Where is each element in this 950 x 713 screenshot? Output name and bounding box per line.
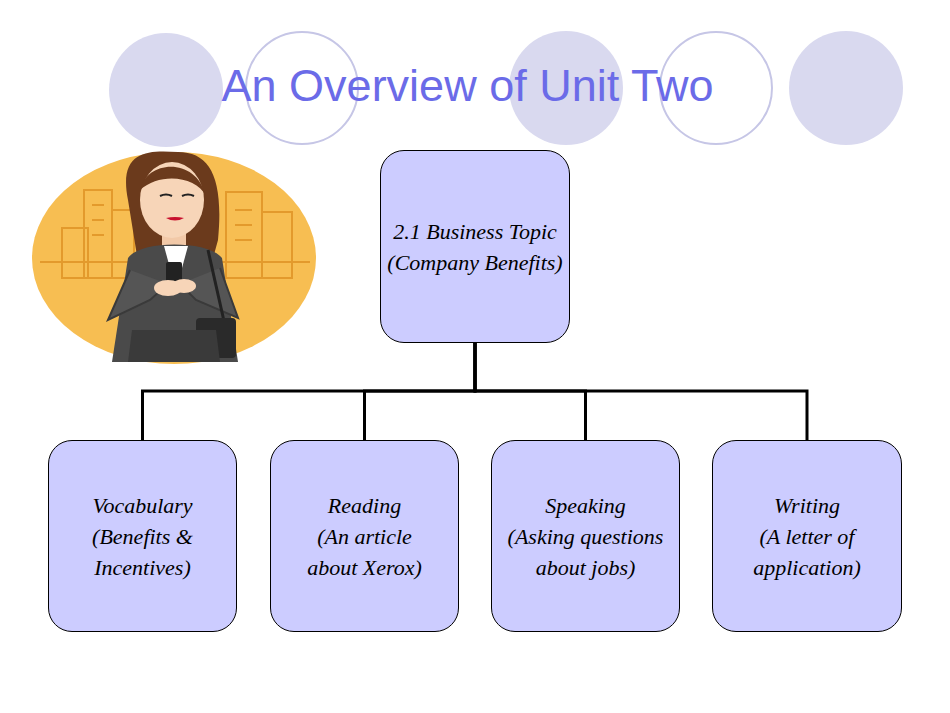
tree-connector [143, 343, 476, 440]
box-subtitle: (An article about Xerox) [306, 521, 424, 583]
deco-circle [109, 33, 223, 147]
section-box: Reading(An article about Xerox) [270, 440, 459, 632]
illustration [32, 151, 316, 364]
box-subtitle: (Company Benefits) [387, 247, 562, 278]
tree-connector [475, 343, 807, 440]
section-box: Vocabulary(Benefits & Incentives) [48, 440, 237, 632]
section-box: Speaking(Asking questions about jobs) [491, 440, 680, 632]
box-subtitle: (Asking questions about jobs) [497, 521, 675, 583]
slide-title: An Overview of Unit Two [0, 58, 935, 114]
box-heading: Speaking [545, 490, 626, 521]
tree-connector [365, 343, 476, 440]
topic-box: 2.1 Business Topic(Company Benefits) [380, 150, 570, 343]
box-subtitle: (Benefits & Incentives) [79, 521, 207, 583]
deco-circle [789, 31, 903, 145]
box-heading: Vocabulary [92, 490, 192, 521]
box-heading: Writing [774, 490, 840, 521]
box-heading: 2.1 Business Topic [393, 216, 557, 247]
box-heading: Reading [328, 490, 401, 521]
box-subtitle: (A letter of application) [732, 521, 882, 583]
section-box: Writing(A letter of application) [712, 440, 902, 632]
